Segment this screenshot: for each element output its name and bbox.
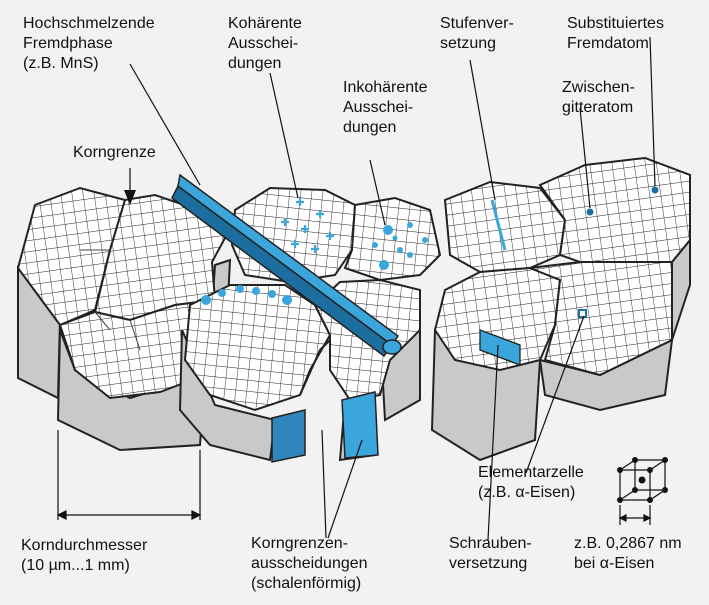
label-unit-cell: Elementarzelle (z.B. α-Eisen): [478, 463, 584, 503]
lattice-constant-dimension: [620, 505, 650, 525]
label-edge-dislocation: Stufenver- setzung: [440, 14, 514, 54]
substitutional-atom-marker: [652, 187, 659, 194]
unit-cell-atoms: [617, 457, 668, 503]
label-coherent-precipitates: Kohärente Ausschei- dungen: [228, 14, 302, 74]
label-grain-boundary: Korngrenze: [73, 143, 156, 163]
interstitial-atom-marker: [587, 209, 594, 216]
label-foreign-phase: Hochschmelzende Fremdphase (z.B. MnS): [23, 14, 155, 74]
label-lattice-constant: z.B. 0,2867 nm bei α-Eisen: [574, 534, 682, 574]
label-screw-dislocation: Schrauben- versetzung: [449, 534, 532, 574]
label-substitutional-atom: Substituiertes Fremdatom: [567, 14, 664, 54]
label-grain-diameter: Korndurchmesser (10 µm...1 mm): [21, 536, 147, 576]
shell-precipitate: [272, 392, 378, 462]
label-interstitial-atom: Zwischen- gitteratom: [562, 78, 635, 118]
label-grain-boundary-precipitates: Korngrenzen- ausscheidungen (schalenförm…: [251, 534, 368, 594]
label-incoherent-precipitates: Inkohärente Ausschei- dungen: [343, 78, 428, 138]
